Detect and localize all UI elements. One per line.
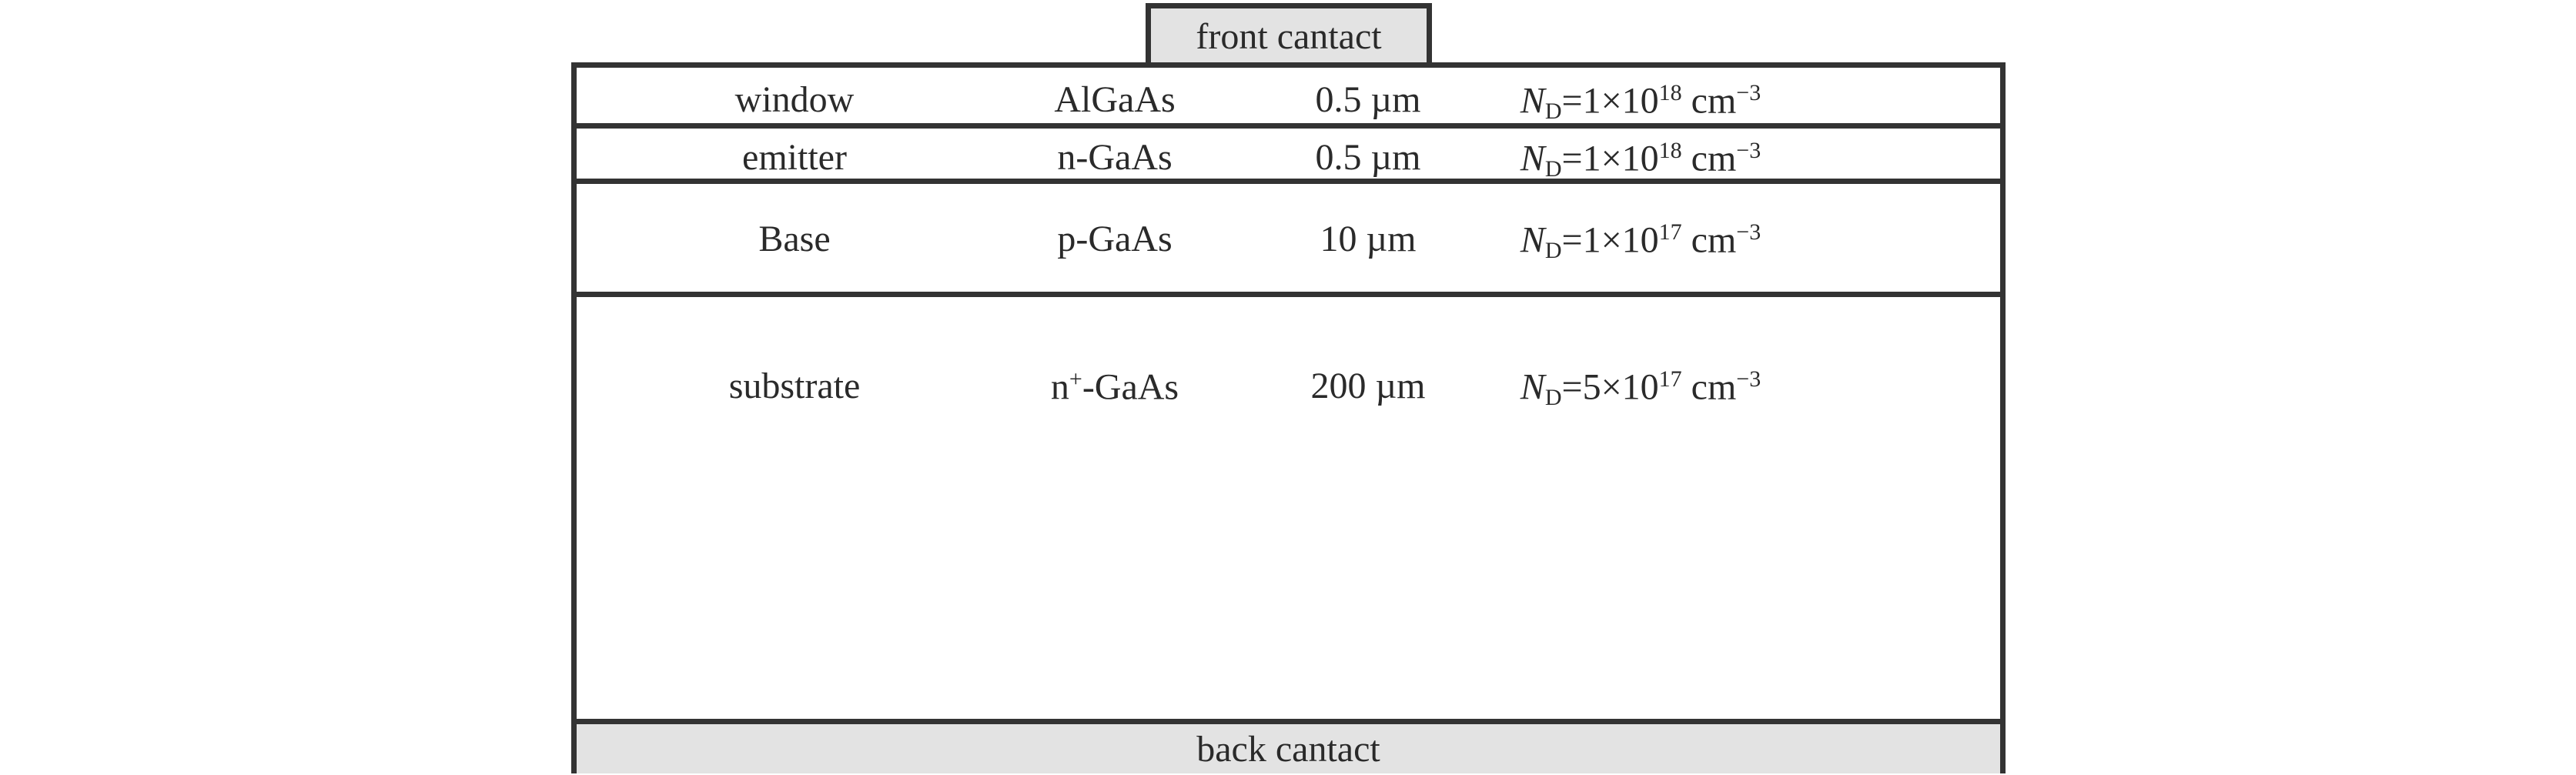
- doping-unit: cm: [1681, 138, 1737, 179]
- layer-base: Base p-GaAs 10 µm ND=1×1017 cm−3: [577, 184, 2000, 297]
- back-contact-label: back cantact: [1196, 728, 1380, 770]
- doping-unit: cm: [1681, 219, 1737, 261]
- layer-substrate: substrate n+-GaAs 200 µm ND=5×1017 cm−3: [577, 297, 2000, 719]
- back-contact: back cantact: [577, 719, 2000, 773]
- layer-doping: ND=1×1018 cm−3: [1521, 82, 1761, 123]
- material-superscript: +: [1069, 366, 1082, 392]
- doping-subscript: D: [1544, 385, 1562, 410]
- doping-subscript: D: [1544, 238, 1562, 263]
- doping-subscript: D: [1544, 156, 1562, 182]
- doping-mantissa: =1×10: [1561, 80, 1659, 122]
- doping-exponent: 18: [1658, 80, 1682, 105]
- layer-name: substrate: [728, 366, 861, 406]
- layer-name: window: [734, 79, 855, 120]
- front-contact-label: front cantact: [1196, 16, 1382, 57]
- doping-unit-exponent: −3: [1736, 219, 1761, 245]
- doping-unit-exponent: −3: [1736, 138, 1761, 163]
- doping-unit: cm: [1681, 80, 1737, 122]
- doping-mantissa: =1×10: [1561, 138, 1659, 179]
- doping-subscript: D: [1544, 99, 1562, 124]
- doping-exponent: 18: [1658, 138, 1682, 163]
- doping-mantissa: =1×10: [1561, 219, 1659, 261]
- doping-unit-exponent: −3: [1736, 366, 1761, 392]
- front-contact: front cantact: [1146, 3, 1432, 65]
- layer-thickness: 200 µm: [1310, 366, 1426, 406]
- layer-name: Base: [758, 219, 831, 259]
- material-base: n: [1050, 366, 1069, 408]
- layer-thickness: 0.5 µm: [1315, 79, 1421, 120]
- layer-thickness: 10 µm: [1320, 219, 1417, 259]
- doping-unit: cm: [1681, 366, 1737, 408]
- doping-exponent: 17: [1658, 219, 1682, 245]
- layer-thickness: 0.5 µm: [1315, 137, 1421, 178]
- layer-emitter: emitter n-GaAs 0.5 µm ND=1×1018 cm−3: [577, 129, 2000, 184]
- doping-symbol: N: [1520, 80, 1545, 122]
- layer-doping: ND=5×1017 cm−3: [1521, 368, 1761, 409]
- layer-stack: window AlGaAs 0.5 µm ND=1×1018 cm−3 emit…: [571, 62, 2006, 773]
- material-rest: -GaAs: [1082, 366, 1179, 408]
- layer-material: p-GaAs: [1057, 219, 1173, 259]
- doping-mantissa: =5×10: [1561, 366, 1659, 408]
- doping-symbol: N: [1520, 138, 1545, 179]
- layer-material: n-GaAs: [1057, 137, 1173, 178]
- doping-symbol: N: [1520, 219, 1545, 261]
- doping-unit-exponent: −3: [1736, 80, 1761, 105]
- doping-exponent: 17: [1658, 366, 1682, 392]
- layer-material: AlGaAs: [1054, 79, 1176, 120]
- layer-name: emitter: [742, 137, 847, 178]
- layer-window: window AlGaAs 0.5 µm ND=1×1018 cm−3: [577, 68, 2000, 129]
- layer-doping: ND=1×1018 cm−3: [1521, 139, 1761, 181]
- layer-material: n+-GaAs: [1051, 368, 1179, 406]
- doping-symbol: N: [1520, 366, 1545, 408]
- layer-doping: ND=1×1017 cm−3: [1521, 221, 1761, 262]
